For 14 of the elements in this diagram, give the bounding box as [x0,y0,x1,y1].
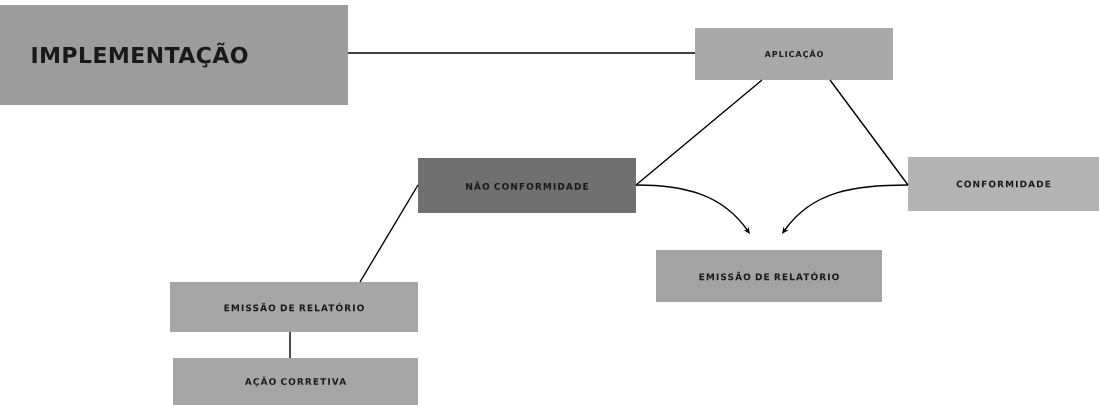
connector [829,79,909,186]
connector [359,184,419,283]
process-box: EMISSÃO DE RELATÓRIO [170,282,418,332]
process-box: EMISSÃO DE RELATÓRIO [656,250,882,302]
connector [635,79,763,186]
connector [782,184,909,234]
process-box: CONFORMIDADE [908,157,1099,211]
title-box: IMPLEMENTAÇÃO [0,5,348,105]
connector [289,331,291,359]
process-box: NÃO CONFORMIDADE [418,158,636,213]
process-box: APLICAÇÃO [695,28,893,80]
connector [347,52,696,54]
connector [635,184,750,234]
process-box: AÇÃO CORRETIVA [173,358,418,405]
